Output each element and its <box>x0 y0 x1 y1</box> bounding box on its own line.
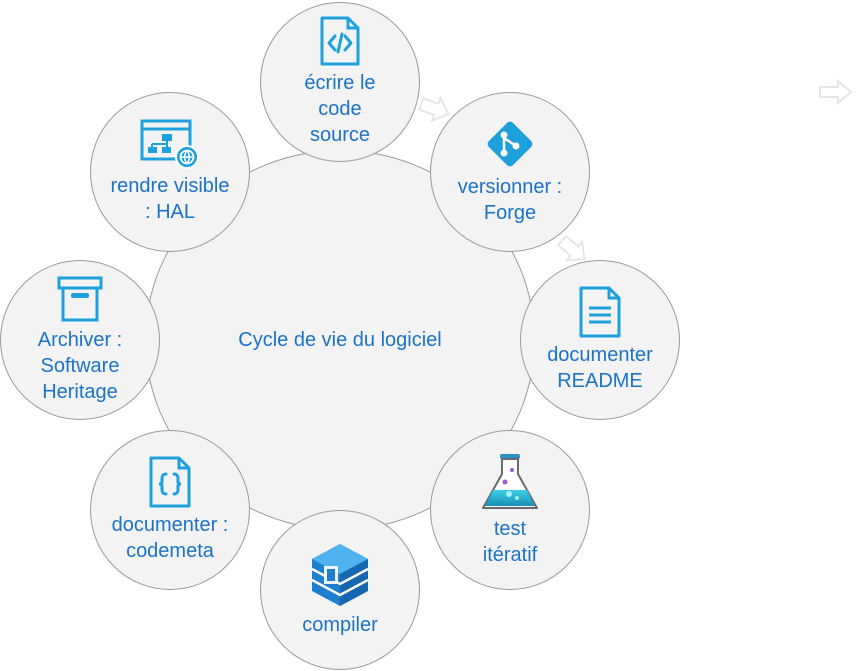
archive-box-icon <box>57 276 103 322</box>
faint-arrow-icon <box>819 78 853 106</box>
node-label: compiler <box>302 614 378 636</box>
node-readme: documenter README <box>520 260 680 420</box>
build-cube-icon <box>311 544 369 606</box>
node-codemeta: documenter : codemeta <box>90 430 250 590</box>
node-write-code: écrire le code source <box>260 2 420 162</box>
center-title: Cycle de vie du logiciel <box>238 328 442 351</box>
node-label: écrire le code source <box>304 72 376 146</box>
code-file-icon <box>320 16 360 66</box>
node-label: rendre visible : HAL <box>110 175 230 223</box>
node-label: documenter README <box>547 344 653 392</box>
node-archive: Archiver : Software Heritage <box>0 260 160 420</box>
node-label: test itératif <box>482 518 538 566</box>
node-compile: compiler <box>260 510 420 670</box>
node-label: documenter : codemeta <box>111 514 229 562</box>
node-visibility: rendre visible : HAL <box>90 92 250 252</box>
website-globe-icon <box>140 119 199 169</box>
json-file-icon <box>149 456 191 508</box>
faint-arrow-icon <box>556 236 586 262</box>
faint-arrow-icon <box>418 95 450 123</box>
git-icon <box>487 121 533 167</box>
node-versioning: versionner : Forge <box>430 92 590 252</box>
flask-icon <box>482 454 538 509</box>
document-icon <box>579 286 621 338</box>
node-label: versionner : Forge <box>457 176 563 224</box>
node-label: Archiver : Software Heritage <box>37 329 123 403</box>
node-test: test itératif <box>430 430 590 590</box>
